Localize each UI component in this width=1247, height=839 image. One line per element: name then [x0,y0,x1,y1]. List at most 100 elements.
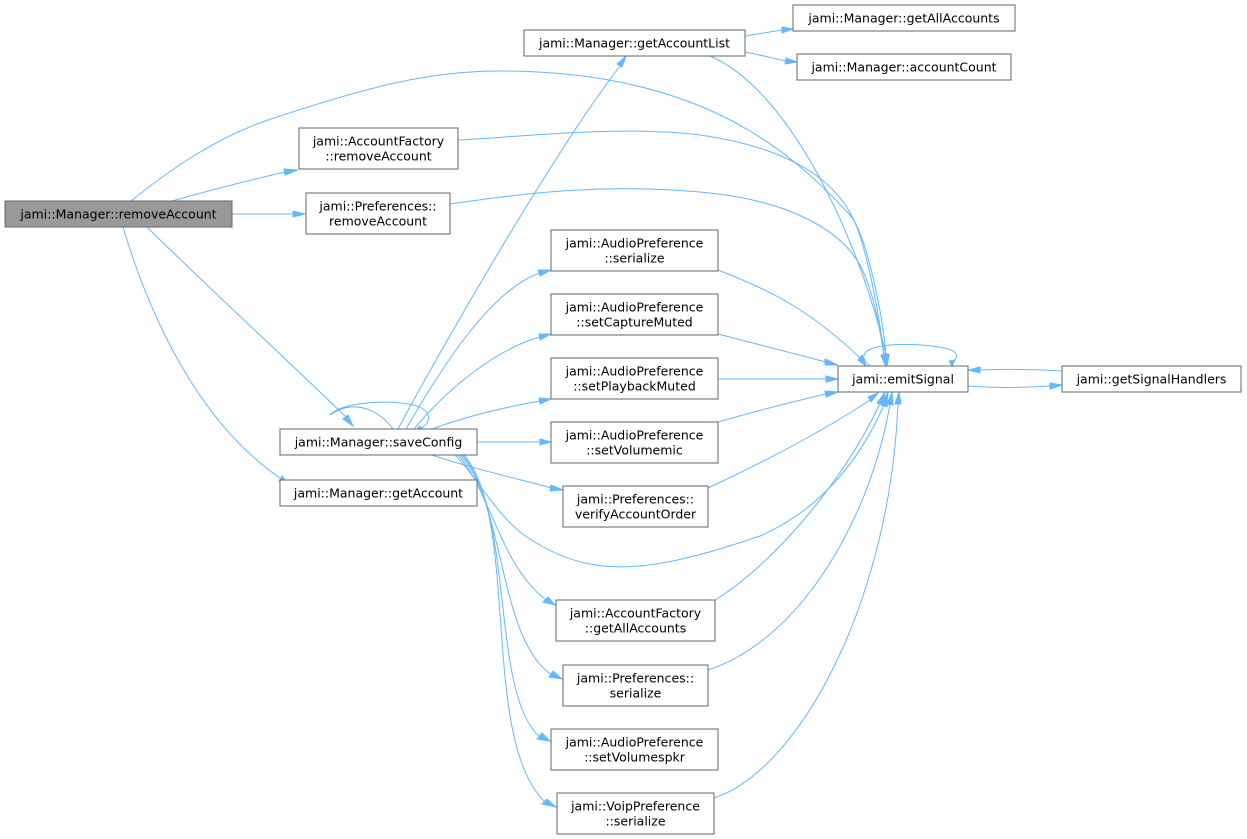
edge-getSignalHandlers-to-emitSignal [967,366,1063,374]
node-getAccount[interactable]: jami::Manager::getAccount [279,479,478,507]
node-label: jami::Manager::getAccount [293,486,463,501]
node-box[interactable] [550,293,719,336]
arrowhead [784,57,799,65]
arrowhead [824,358,839,366]
edge-saveConfig-to-ap_setVolumemic [477,438,553,446]
node-ap_setVolumemic[interactable]: jami::AudioPreference::setVolumemic [550,421,719,464]
node-box[interactable] [550,229,719,272]
node-label: jami::Manager::getAllAccounts [807,11,999,26]
node-label: ::removeAccount [325,149,431,164]
arrowhead [542,596,557,606]
node-pref_serialize[interactable]: jami::Preferences::serialize [562,664,709,707]
edge-saveConfig-to-getAccountList [397,55,627,430]
node-getAccountList[interactable]: jami::Manager::getAccountList [523,29,746,57]
node-box[interactable] [305,192,451,235]
node-label: jami::Manager::saveConfig [294,435,463,450]
node-label: jami::AudioPreference [565,364,704,379]
arrowhead [894,391,902,405]
arrowhead [967,366,981,374]
node-box[interactable] [550,421,719,464]
edge-removeAccount-to-getAccount [122,226,291,487]
arrowhead [867,391,880,403]
edge-emitSignal-to-getSignalHandlers [967,382,1063,390]
node-box[interactable] [279,479,478,507]
node-box[interactable] [298,127,459,170]
node-emitSignal[interactable]: jami::emitSignal [837,365,969,393]
edge-pref_serialize-to-emitSignal [707,391,894,671]
arrowhead [857,353,868,368]
node-vp_serialize[interactable]: jami::VoipPreference::serialize [556,792,715,835]
arrowhead [342,414,355,428]
node-label: jami::VoipPreference [570,799,700,814]
arrowhead [283,168,299,176]
node-removeAccount[interactable]: jami::Manager::removeAccount [4,200,233,228]
node-box[interactable] [550,357,719,400]
arrowhead [825,375,839,383]
arrowhead [824,390,839,398]
node-label: jami::AudioPreference [565,735,704,750]
edge-saveConfig-to-af_getAllAccounts [457,454,557,606]
edges-layer [122,26,1063,808]
edge-getAccountList-to-emitSignal [709,55,890,368]
node-box[interactable] [556,792,715,835]
node-accountCount[interactable]: jami::Manager::accountCount [796,53,1012,81]
arrowhead [948,359,956,368]
node-box[interactable] [555,599,716,642]
node-af_getAllAccounts[interactable]: jami::AccountFactory::getAllAccounts [555,599,716,642]
node-getAllAccounts_mgr[interactable]: jami::Manager::getAllAccounts [792,4,1016,32]
arrowhead [1049,382,1063,390]
edge-vp_serialize-to-emitSignal [713,391,902,799]
edge-saveConfig-to-ap_setPlaybackMuted [431,397,553,430]
node-label: ::setVolumemic [586,443,683,458]
arrowhead [538,333,552,341]
node-ap_serialize[interactable]: jami::AudioPreference::serialize [550,229,719,272]
edge-ap_setPlaybackMuted-to-emitSignal [717,375,839,383]
node-af_removeAccount[interactable]: jami::AccountFactory::removeAccount [298,127,459,170]
node-box[interactable] [562,485,709,528]
node-box[interactable] [837,365,969,393]
arrowhead [886,391,894,406]
edge-ap_setCaptureMuted-to-emitSignal [717,333,839,366]
edge-saveConfig-to-pref_serialize [459,454,564,680]
edge-saveConfig-to-ap_setVolumespkr [461,454,552,742]
node-label: ::getAllAccounts [585,621,686,636]
node-label: jami::Preferences:: [576,671,694,686]
edge-af_getAllAccounts-to-emitSignal [714,391,886,601]
node-box[interactable] [279,428,478,456]
node-getSignalHandlers[interactable]: jami::getSignalHandlers [1061,365,1242,393]
node-box[interactable] [792,4,1016,32]
node-box[interactable] [4,200,233,228]
node-label: jami::Manager::removeAccount [19,207,216,222]
edge-emitSignal-to-emitSignal [863,343,957,368]
node-label: jami::AccountFactory [569,606,702,621]
edge-ap_setVolumemic-to-emitSignal [717,390,839,423]
node-box[interactable] [1061,365,1242,393]
node-pref_verifyAccountOrder[interactable]: jami::Preferences::verifyAccountOrder [562,485,709,528]
edge-removeAccount-to-af_removeAccount [171,168,299,202]
node-label: jami::AudioPreference [565,236,704,251]
edge-saveConfig-to-vp_serialize [463,454,558,808]
arrowhead [882,353,890,368]
edge-removeAccount-to-saveConfig [146,226,355,428]
node-label: jami::AudioPreference [565,428,704,443]
node-ap_setPlaybackMuted[interactable]: jami::AudioPreference::setPlaybackMuted [550,357,719,400]
arrowhead [549,484,564,492]
node-box[interactable] [796,53,1012,81]
node-label: jami::Preferences:: [318,199,436,214]
node-ap_setVolumespkr[interactable]: jami::AudioPreference::setVolumespkr [550,728,719,771]
node-pref_removeAccount[interactable]: jami::Preferences::removeAccount [305,192,451,235]
node-label: jami::Manager::getAccountList [538,36,730,51]
node-box[interactable] [523,29,746,57]
node-box[interactable] [562,664,709,707]
arrowhead [876,391,886,406]
node-saveConfig[interactable]: jami::Manager::saveConfig [279,428,478,456]
arrowhead [536,732,552,742]
edge-saveConfig-to-ap_serialize [405,269,552,430]
node-ap_setCaptureMuted[interactable]: jami::AudioPreference::setCaptureMuted [550,293,719,336]
node-label: jami::AccountFactory [312,134,445,149]
node-label: ::serialize [604,251,664,266]
node-box[interactable] [550,728,719,771]
nodes-layer: jami::Manager::removeAccountjami::Accoun… [4,4,1242,835]
edge-saveConfig-to-ap_setCaptureMuted [413,333,552,430]
node-label: ::setCaptureMuted [576,315,692,330]
